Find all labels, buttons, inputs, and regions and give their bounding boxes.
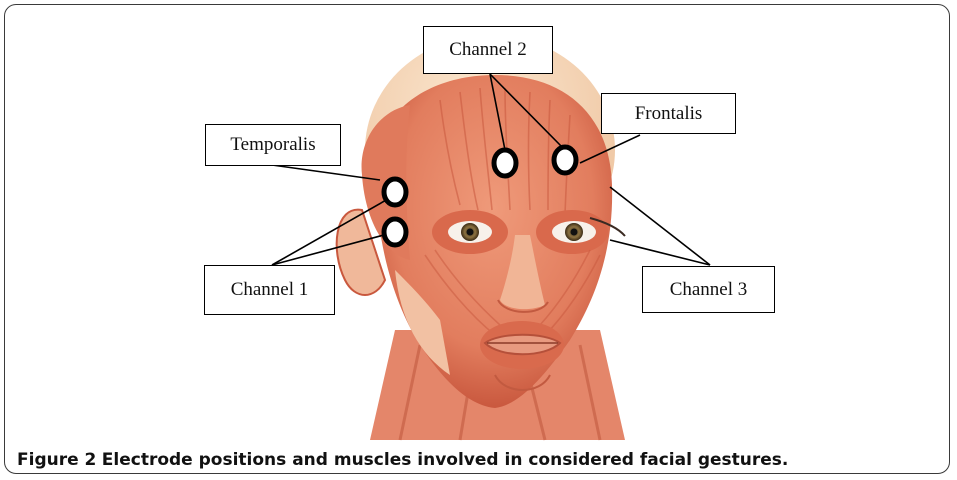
label-temporalis: Temporalis xyxy=(205,124,341,166)
figure-caption-text: Electrode positions and muscles involved… xyxy=(102,450,789,470)
left-eye xyxy=(448,221,492,243)
label-channel-1: Channel 1 xyxy=(204,265,335,315)
electrode-channel2-b xyxy=(554,147,576,173)
figure-caption: Figure 2 Electrode positions and muscles… xyxy=(17,450,788,470)
electrode-channel1-b xyxy=(384,219,406,245)
right-eye xyxy=(552,221,596,243)
figure-number: Figure 2 xyxy=(17,450,96,470)
label-channel-2: Channel 2 xyxy=(423,26,553,74)
label-channel-3: Channel 3 xyxy=(642,266,775,313)
label-frontalis: Frontalis xyxy=(601,93,736,134)
electrode-channel2-a xyxy=(494,150,516,176)
electrode-channel1-a xyxy=(384,179,406,205)
